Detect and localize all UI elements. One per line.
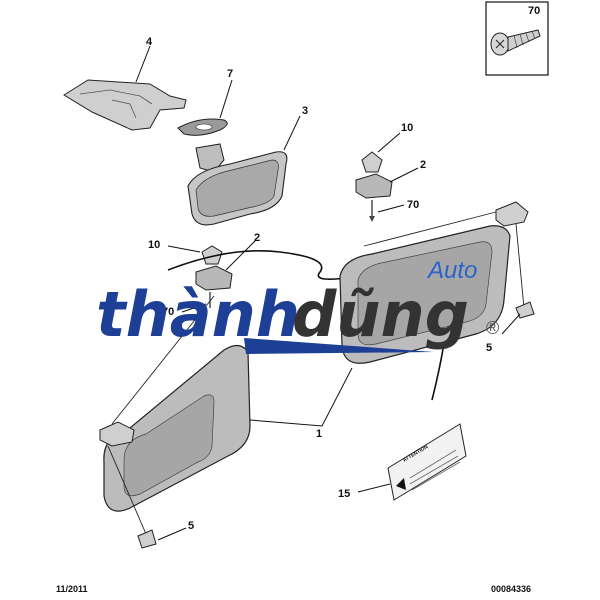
- screw-reference-box: [485, 1, 549, 76]
- part-15-warning-label: ATTENTION: [387, 423, 467, 501]
- callout-70-left: 70: [162, 306, 174, 318]
- part-4-mirror-cover: [63, 79, 187, 131]
- warning-triangle-icon: [396, 478, 406, 490]
- right-hook-assembly: [355, 151, 393, 222]
- screw-icon: [490, 29, 541, 56]
- footer-date: 11/2011: [56, 584, 88, 594]
- callout-10-right: 10: [401, 122, 413, 134]
- part-3-rearview-mirror: [187, 143, 288, 226]
- watermark-brand-part2: dũng: [292, 278, 469, 351]
- callout-1: 1: [316, 428, 322, 440]
- watermark-swoosh: [244, 338, 434, 354]
- left-sun-visor: [99, 295, 251, 549]
- callout-2-right: 2: [420, 159, 426, 171]
- callout-1-leader: [249, 367, 353, 427]
- left-hook-assembly: [195, 245, 233, 308]
- callout-10-left: 10: [148, 239, 160, 251]
- watermark-brand-part1: thành: [96, 278, 300, 351]
- part-7-gasket: [177, 118, 228, 136]
- callout-70-right: 70: [407, 199, 419, 211]
- callout-2-left: 2: [254, 232, 260, 244]
- callout-15: 15: [338, 488, 350, 500]
- callout-70-box: 70: [528, 5, 540, 17]
- right-sun-visor: [339, 201, 535, 364]
- callout-5-right: 5: [486, 342, 492, 354]
- callout-7: 7: [227, 68, 233, 80]
- brand-watermark: thành dũng Auto ®: [96, 257, 499, 354]
- callout-4: 4: [146, 36, 153, 48]
- registered-mark: ®: [486, 318, 499, 338]
- callout-3: 3: [302, 105, 308, 117]
- callout-5-left: 5: [188, 520, 194, 532]
- watermark-sub: Auto: [426, 257, 477, 284]
- footer-code: 00084336: [491, 584, 531, 594]
